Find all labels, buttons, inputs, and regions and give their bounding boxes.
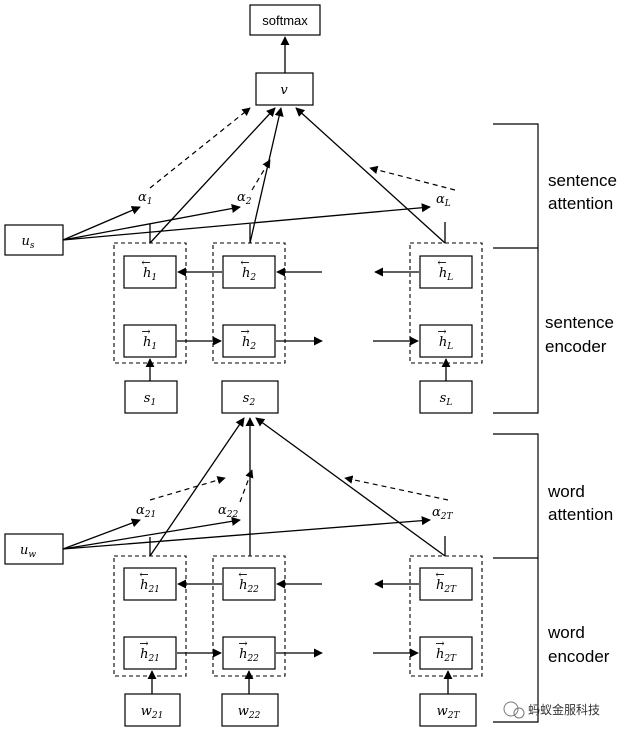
svg-text:→: → <box>238 637 247 650</box>
word-encoder-line2: encoder <box>548 647 610 666</box>
sentence-encoder-line2: encoder <box>545 337 607 356</box>
watermark: 蚂蚁金服科技 <box>503 701 600 719</box>
svg-text:←: ← <box>141 256 150 269</box>
svg-text:h2: h2 <box>242 266 256 283</box>
sentence-forward-h2: h2 → <box>222 324 276 358</box>
svg-text:w21: w21 <box>141 704 164 721</box>
us-to-alphaL-arrow <box>62 203 431 241</box>
softmax-label: softmax <box>262 13 308 28</box>
alpha-2T-label: α2T <box>432 505 454 522</box>
word-input-w22: w22 <box>221 693 279 727</box>
us-node: us <box>4 224 64 256</box>
wechat-icon <box>503 701 519 717</box>
svg-text:←: ← <box>435 568 444 581</box>
svg-text:h2T: h2T <box>436 578 457 595</box>
svg-text:→: → <box>437 325 446 338</box>
word-encoder-line1: word <box>547 623 585 642</box>
word-backward-h2T: h2T ← <box>419 567 473 601</box>
sentence-forward-hL: hL → <box>419 324 473 358</box>
word-backward-h22: h22 ← <box>222 567 276 601</box>
uw-node: uw <box>4 533 64 565</box>
svg-text:hL: hL <box>439 335 453 352</box>
uw-label: u <box>20 543 28 558</box>
svg-text:hL: hL <box>439 266 453 283</box>
us-sub: s <box>30 241 35 251</box>
svg-text:←: ← <box>139 568 148 581</box>
svg-text:h1: h1 <box>143 335 157 352</box>
svg-text:h22: h22 <box>239 578 259 595</box>
svg-text:h21: h21 <box>140 578 160 595</box>
word-input-w21: w21 <box>124 693 181 727</box>
us-label: u <box>22 234 30 249</box>
svg-text:h2: h2 <box>242 335 256 352</box>
v-node: v <box>255 72 314 106</box>
svg-text:h1: h1 <box>143 266 157 283</box>
svg-text:h2T: h2T <box>436 647 457 664</box>
svg-text:s1: s1 <box>144 391 156 408</box>
sentence-attention-line2: attention <box>548 194 613 213</box>
svg-text:w22: w22 <box>238 704 261 721</box>
alpha21-to-s2-dashed <box>149 476 226 501</box>
svg-text:←: ← <box>240 256 249 269</box>
word-forward-h21: h21 → <box>123 636 177 670</box>
sentence-forward-h1: h1 → <box>123 324 177 358</box>
uw-to-alpha22-arrow <box>62 516 241 550</box>
h2T-to-s2-arrow <box>255 417 446 557</box>
alpha-21-label: α21 <box>136 503 156 520</box>
word-attention-line1: word <box>547 482 585 501</box>
sentence-bracket <box>493 123 539 414</box>
sentence-backward-h1: h1 ← <box>123 255 177 289</box>
svg-text:s2: s2 <box>243 391 256 408</box>
svg-text:h21: h21 <box>140 647 160 664</box>
h1-to-v-arrow <box>149 107 276 244</box>
sentence-input-s2: s2 <box>221 380 279 414</box>
us-to-alpha1-arrow <box>62 206 141 241</box>
svg-text:h22: h22 <box>239 647 259 664</box>
word-input-w2T: w2T <box>419 693 477 727</box>
svg-text:→: → <box>435 637 444 650</box>
svg-text:uw: uw <box>20 543 36 560</box>
svg-text:us: us <box>22 234 35 251</box>
sentence-input-s1: s1 <box>124 380 178 414</box>
sentence-input-sL: sL <box>419 380 473 414</box>
sentence-attention-line1: sentence <box>548 171 617 190</box>
v-label: v <box>280 83 288 98</box>
word-attention-line2: attention <box>548 505 613 524</box>
word-forward-h22: h22 → <box>222 636 276 670</box>
svg-text:←: ← <box>238 568 247 581</box>
sentence-backward-h2: h2 ← <box>222 255 276 289</box>
svg-text:sL: sL <box>440 391 453 408</box>
sentence-encoder-line1: sentence <box>545 313 614 332</box>
word-forward-h2T: h2T → <box>419 636 473 670</box>
alpha1-to-v-dashed <box>149 107 251 189</box>
watermark-text: 蚂蚁金服科技 <box>528 702 600 717</box>
alpha2-to-v-dashed <box>251 159 271 191</box>
alpha2T-to-s2-dashed <box>344 475 449 501</box>
alpha-L-label: αL <box>436 192 451 209</box>
word-backward-h21: h21 ← <box>123 567 177 601</box>
svg-text:→: → <box>139 637 148 650</box>
svg-text:→: → <box>141 325 150 338</box>
alpha-2-label: α2 <box>237 190 252 207</box>
us-to-alpha2-arrow <box>62 204 241 241</box>
uw-sub: w <box>28 550 36 560</box>
softmax-node: softmax <box>249 4 321 36</box>
sentence-backward-hL: hL ← <box>419 255 473 289</box>
h21-to-s2-arrow <box>149 417 245 557</box>
sentence-group-2 <box>212 242 286 364</box>
hL-to-v-arrow <box>295 107 446 244</box>
alphaL-to-v-dashed <box>369 165 456 191</box>
alpha-1-label: α1 <box>138 190 153 207</box>
svg-text:→: → <box>240 325 249 338</box>
h2-to-v-arrow <box>249 107 284 244</box>
svg-text:w2T: w2T <box>437 704 461 721</box>
svg-text:←: ← <box>437 256 446 269</box>
uw-to-alpha2T-arrow <box>62 516 431 550</box>
word-bracket <box>493 433 539 723</box>
uw-to-alpha21-arrow <box>62 518 141 550</box>
alpha-22-label: α22 <box>218 503 239 520</box>
